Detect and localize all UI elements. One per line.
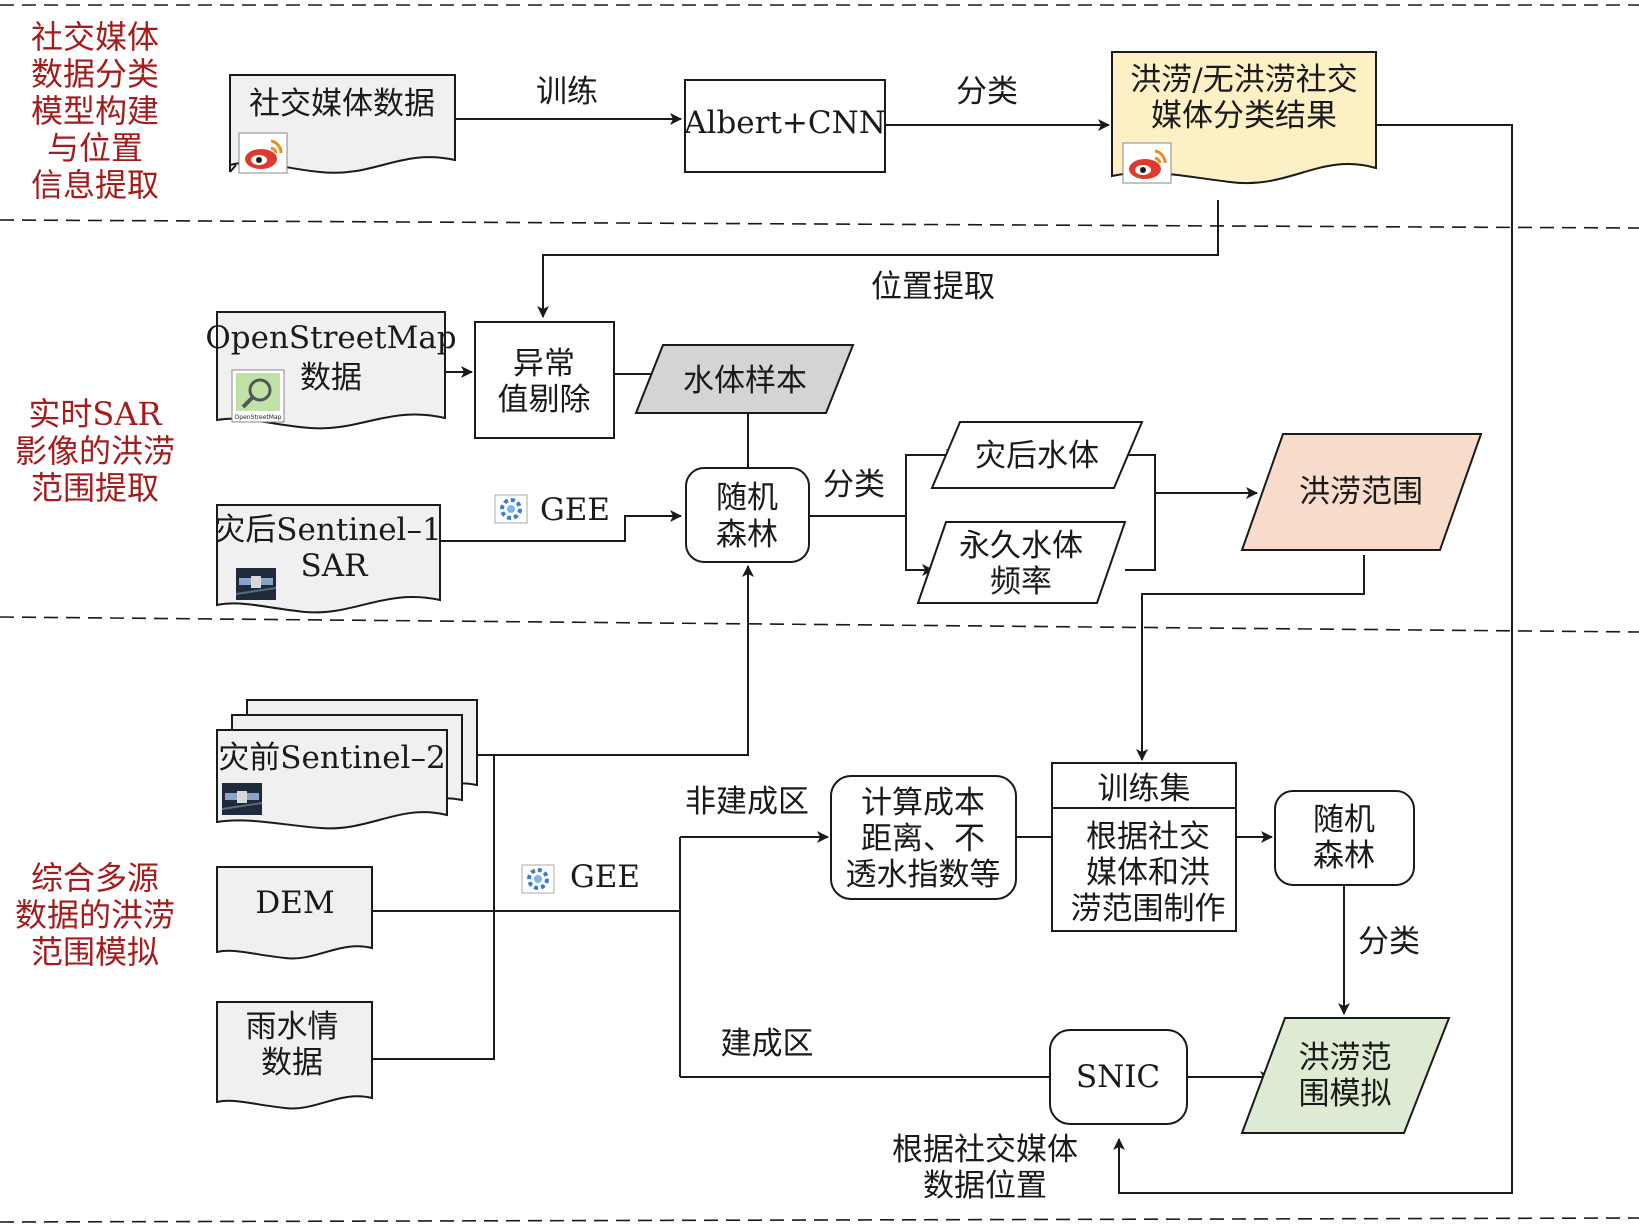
sentinel2-doc-stack: 灾前Sentinel–2 — [216, 699, 478, 830]
section-label-line: 影像的洪涝 — [15, 432, 175, 470]
section-label-line: 范围提取 — [31, 469, 159, 507]
section-label-line: 实时SAR — [28, 395, 162, 433]
flood-result-line: 洪涝/无洪涝社交 — [1130, 62, 1357, 98]
random-forest-2: 随机 森林 — [1274, 790, 1415, 886]
rf1-line: 森林 — [716, 517, 778, 553]
social-media-data-label: 社交媒体数据 — [249, 86, 435, 122]
section-label-line: 模型构建 — [31, 92, 159, 130]
section-label-line: 范围模拟 — [31, 933, 159, 971]
satellite-icon — [235, 567, 277, 601]
perm-water-line: 永久水体 — [959, 528, 1083, 564]
cost-line: 距离、不 — [861, 821, 985, 857]
flood-classification-result-doc: 洪涝/无洪涝社交 媒体分类结果 — [1111, 51, 1377, 185]
weibo-icon — [237, 131, 289, 175]
rf2-line: 随机 — [1313, 802, 1375, 838]
section-label-3: 综合多源 数据的洪涝 范围模拟 — [15, 859, 175, 971]
edge-label-classify: 分类 — [1358, 924, 1420, 960]
openstreetmap-icon: OpenStreetMap — [231, 369, 285, 423]
albert-cnn-box: Albert+CNN — [683, 79, 886, 173]
perm-water-line: 频率 — [990, 564, 1052, 600]
section-label-line: 数据分类 — [31, 55, 159, 93]
edge-label-location: 位置提取 — [871, 269, 995, 305]
dem-label: DEM — [255, 885, 334, 921]
rf1-line: 随机 — [716, 480, 778, 516]
sentinel2-label: 灾前Sentinel–2 — [218, 740, 445, 776]
sentinel1-line: SAR — [301, 548, 370, 584]
snic-box: SNIC — [1049, 1029, 1188, 1125]
edge-labels: 训练 分类 位置提取 GEE 分类 GEE 非建成区 建成区 分类 根据社交媒体… — [493, 74, 1420, 1204]
edge-label-non-built: 非建成区 — [685, 784, 809, 820]
section-label-line: 数据的洪涝 — [15, 896, 175, 934]
edge-label-by-location: 根据社交媒体 — [892, 1132, 1078, 1168]
osm-line: 数据 — [300, 360, 362, 396]
flood-result-line: 媒体分类结果 — [1151, 98, 1337, 134]
section-label-line: 信息提取 — [31, 166, 159, 204]
section-dividers — [0, 4, 1639, 1223]
permanent-water-frequency-box: 永久水体 频率 — [916, 521, 1127, 604]
water-sample-box: 水体样本 — [634, 344, 855, 414]
openstreetmap-doc: OpenStreetMap 数据 OpenStreetMap — [205, 311, 457, 430]
weibo-icon — [1121, 141, 1173, 185]
sentinel1-line: 灾后Sentinel–1 — [214, 512, 441, 548]
training-set-line: 涝范围制作 — [1071, 891, 1226, 927]
outlier-line: 异常 — [513, 346, 575, 382]
edge-label-gee: GEE — [570, 859, 640, 895]
sentinel1-sar-doc: 灾后Sentinel–1 SAR — [214, 504, 442, 614]
edge-label-by-location: 数据位置 — [923, 1168, 1047, 1204]
cost-line: 透水指数等 — [846, 857, 1001, 893]
section-label-line: 与位置 — [47, 129, 143, 167]
connectors — [372, 113, 1513, 1194]
edge-label-classify: 分类 — [823, 467, 885, 503]
gee-gear-icon — [493, 493, 529, 525]
outlier-removal-box: 异常 值剔除 — [474, 321, 615, 439]
dem-doc: DEM — [216, 866, 373, 960]
flood-extent-label: 洪涝范围 — [1299, 474, 1423, 510]
training-set-box: 训练集 根据社交 媒体和洪 涝范围制作 — [1051, 762, 1237, 932]
section-label-1: 社交媒体 数据分类 模型构建 与位置 信息提取 — [31, 18, 159, 204]
rf2-line: 森林 — [1313, 838, 1375, 874]
section-label-line: 社交媒体 — [31, 18, 159, 56]
edge-label-train: 训练 — [536, 74, 598, 110]
edge-label-gee: GEE — [540, 492, 610, 528]
satellite-icon — [221, 782, 263, 816]
water-sample-label: 水体样本 — [683, 363, 807, 399]
flood-extent-box: 洪涝范围 — [1240, 433, 1483, 551]
edge-label-built: 建成区 — [721, 1026, 814, 1062]
outlier-line: 值剔除 — [498, 382, 591, 418]
flood-sim-line: 围模拟 — [1299, 1076, 1392, 1112]
osm-line: OpenStreetMap — [205, 320, 456, 356]
section-label-2: 实时SAR 影像的洪涝 范围提取 — [15, 395, 175, 507]
albert-cnn-label: Albert+CNN — [683, 105, 886, 141]
flood-simulation-box: 洪涝范 围模拟 — [1240, 1017, 1451, 1134]
rain-data-doc: 雨水情 数据 — [216, 1001, 373, 1110]
snic-label: SNIC — [1076, 1059, 1160, 1095]
edge-label-classify: 分类 — [956, 74, 1018, 110]
training-set-line: 根据社交 — [1086, 819, 1210, 855]
gee-gear-icon — [520, 863, 556, 895]
cost-line: 计算成本 — [861, 785, 985, 821]
post-disaster-water-box: 灾后水体 — [930, 421, 1144, 489]
training-set-line: 媒体和洪 — [1086, 855, 1210, 891]
random-forest-1: 随机 森林 — [685, 467, 810, 563]
post-water-label: 灾后水体 — [975, 438, 1099, 474]
rain-line: 雨水情 — [246, 1009, 339, 1045]
cost-distance-box: 计算成本 距离、不 透水指数等 — [830, 775, 1017, 900]
social-media-data-doc: 社交媒体数据 — [229, 74, 456, 175]
section-label-line: 综合多源 — [31, 859, 159, 897]
training-set-title: 训练集 — [1098, 771, 1191, 807]
rain-line: 数据 — [261, 1045, 323, 1081]
openstreetmap-icon-caption: OpenStreetMap — [235, 414, 282, 421]
flood-sim-line: 洪涝范 — [1299, 1040, 1392, 1076]
